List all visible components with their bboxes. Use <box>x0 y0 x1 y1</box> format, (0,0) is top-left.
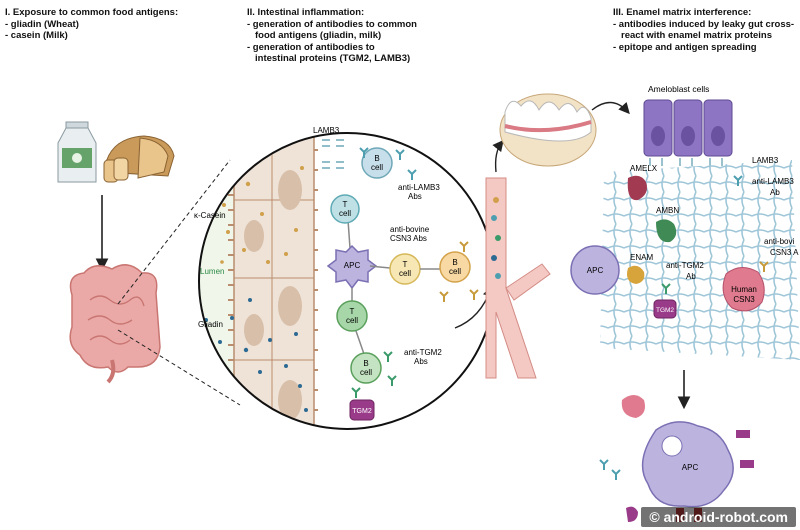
section-2-bullet: - generation of antibodies to <box>247 41 375 53</box>
section-1-bullet: - gliadin (Wheat) <box>5 18 79 30</box>
ameloblast-receptors <box>649 158 723 166</box>
section-2-bullet: intestinal proteins (TGM2, LAMB3) <box>255 53 411 64</box>
b-cell-label: B <box>374 154 379 163</box>
section-3-bullet: react with enamel matrix proteins <box>621 30 772 41</box>
section-1-bullet: - casein (Milk) <box>5 30 68 41</box>
antibodies-csn3 <box>439 241 479 302</box>
section-3-title: III. Enamel matrix interference: <box>613 7 752 18</box>
section-2-heading: II. Intestinal inflammation: - generatio… <box>247 7 417 65</box>
antibody-lamb3 <box>733 175 743 186</box>
teeth-icon <box>499 93 597 167</box>
gliadin-label: Gliadin <box>198 320 223 329</box>
tgm2-label: TGM2 <box>656 307 674 314</box>
abs-label: Abs <box>414 357 428 366</box>
b-cell-label: B <box>363 359 368 368</box>
section-3-bullet: - antibodies induced by leaky gut cross- <box>613 18 795 30</box>
apc-label: APC <box>587 266 604 275</box>
antibody-csn3 <box>759 261 769 272</box>
k-casein-label: κ-Casein <box>194 211 226 220</box>
apc-label: APC <box>344 261 361 270</box>
b-cell-top: B cell <box>361 147 393 179</box>
milk-carton-icon <box>57 121 97 183</box>
human-label: Human <box>731 285 757 294</box>
anti-bovi-label: anti-bovi <box>764 237 794 246</box>
ameloblast-cells <box>643 99 733 157</box>
anti-bovine-label: anti-bovine <box>390 225 430 234</box>
bread-icon <box>103 135 175 183</box>
lamb3-receptors <box>322 139 344 169</box>
t-cell-label: T <box>403 260 408 269</box>
t-cell-upper: T cell <box>330 194 360 224</box>
b-cell-label: cell <box>371 163 383 172</box>
apc-spreading: APC <box>641 421 734 508</box>
csn3-a-label: CSN3 A <box>770 248 799 257</box>
t-cell-label: T <box>350 307 355 316</box>
arrow-to-section-3 <box>591 101 630 115</box>
ambn-protein <box>656 219 677 243</box>
t-cell-right: T cell <box>389 253 421 285</box>
amelx-protein <box>627 175 647 201</box>
arrow-to-teeth <box>492 139 504 173</box>
zoom-line-bottom <box>117 329 241 406</box>
t-cell-lower: T cell <box>336 300 368 332</box>
lamb3-label: LAMB3 <box>313 126 340 135</box>
anti-tgm2-label: anti-TGM2 <box>404 348 442 357</box>
human-csn3-protein: Human CSN3 <box>722 267 765 312</box>
antibodies-lamb3 <box>359 147 417 180</box>
ab-label: Ab <box>770 188 780 197</box>
ambn-label: AMBN <box>656 206 679 215</box>
t-cell-label: cell <box>399 269 411 278</box>
antibody-tgm2 <box>661 283 671 294</box>
anti-lamb3-label: anti-LAMB3 <box>398 183 440 192</box>
antibodies-spreading <box>599 459 621 480</box>
enam-protein <box>627 265 645 284</box>
amelx-label: AMELX <box>630 164 658 173</box>
watermark: © android-robot.com <box>641 507 796 527</box>
tgm2-protein-matrix: TGM2 <box>653 299 677 319</box>
csn3-fragment <box>621 395 645 418</box>
section-2-bullet: - generation of antibodies to common <box>247 18 417 30</box>
enam-label: ENAM <box>630 253 653 262</box>
anti-tgm2-ab-label: anti-TGM2 <box>666 261 704 270</box>
b-cell-label: cell <box>360 368 372 377</box>
b-cell-label: cell <box>449 267 461 276</box>
blood-vessel <box>485 177 551 379</box>
apc-cell-matrix: APC <box>570 245 620 295</box>
antibodies-tgm2 <box>351 351 397 398</box>
csn3-label: CSN3 <box>733 295 755 304</box>
lamb3-label: LAMB3 <box>752 156 779 165</box>
abs-label: Abs <box>408 192 422 201</box>
anti-lamb3-ab-label: anti-LAMB3 <box>752 177 794 186</box>
t-cell-label: cell <box>339 209 351 218</box>
t-cell-label: cell <box>346 316 358 325</box>
section-1-heading: I. Exposure to common food antigens: - g… <box>5 7 178 42</box>
ameloblast-label: Ameloblast cells <box>648 84 709 94</box>
section-1-title: I. Exposure to common food antigens: <box>5 7 179 18</box>
section-2-title: II. Intestinal inflammation: <box>247 7 365 18</box>
section-2-bullet: food antigens (gliadin, milk) <box>255 30 382 41</box>
b-cell-lower: B cell <box>350 352 382 384</box>
intestine-icon <box>69 264 161 384</box>
section-3-bullet: - epitope and antigen spreading <box>613 41 757 53</box>
zoom-line-top <box>117 159 231 305</box>
tgm2-protein: TGM2 <box>349 399 375 421</box>
csn3-abs-label: CSN3 Abs <box>390 234 427 243</box>
tgm2-label: TGM2 <box>352 408 372 415</box>
t-cell-label: T <box>343 200 348 209</box>
lumen-label: Lumen <box>200 267 224 276</box>
apc-label: APC <box>682 463 699 472</box>
section-3-heading: III. Enamel matrix interference: - antib… <box>613 7 794 53</box>
b-cell-right: B cell <box>439 251 471 283</box>
b-cell-label: B <box>452 258 457 267</box>
ab-label: Ab <box>686 272 696 281</box>
